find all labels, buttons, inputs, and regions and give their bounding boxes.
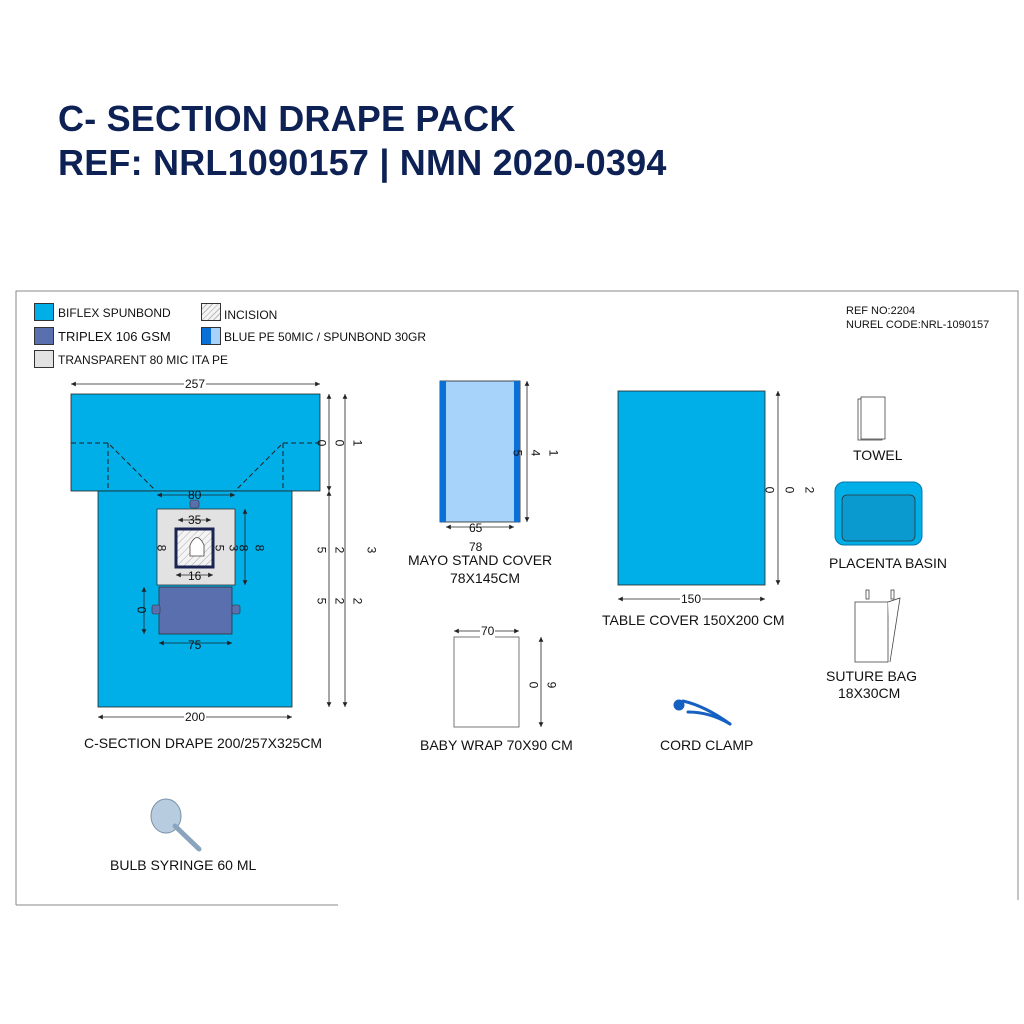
dim-triplex: 75 — [188, 638, 202, 652]
baby-h: 0 — [526, 681, 541, 689]
bulb-syringe-icon — [150, 798, 202, 852]
dim-h: 1 — [350, 439, 365, 447]
dim-incision: 35 — [188, 513, 202, 527]
legend-label: TRANSPARENT 80 MIC ITA PE — [58, 353, 229, 367]
dim-p: 8 — [154, 544, 169, 552]
table-h: 0 — [782, 486, 797, 494]
legend-label: TRIPLEX 106 GSM — [58, 329, 171, 344]
placenta-basin-icon — [834, 481, 923, 546]
nurel-code: NUREL CODE:NRL-1090157 — [846, 319, 990, 331]
dim-p: 5 — [212, 544, 227, 552]
syringe-label: BULB SYRINGE 60 ML — [110, 857, 257, 873]
dim-h: 2 — [332, 546, 347, 554]
mayo-h: 5 — [510, 449, 525, 457]
mayo-h: 4 — [528, 449, 543, 457]
table-label: TABLE COVER 150X200 CM — [602, 612, 785, 628]
cord-clamp-icon — [673, 699, 732, 726]
dim-t: 0 — [134, 606, 149, 614]
legend-swatch-incision — [201, 303, 221, 321]
legend-swatch-triplex — [34, 327, 54, 345]
dim-h: 2 — [332, 597, 347, 605]
dim-panel: 80 — [188, 488, 202, 502]
suture-label: SUTURE BAG — [826, 668, 918, 684]
page-title: C- SECTION DRAPE PACK — [58, 98, 516, 139]
dim-h: 2 — [350, 597, 365, 605]
table-w: 150 — [680, 592, 703, 606]
dim-h: 0 — [332, 439, 347, 447]
table-cover — [617, 390, 781, 602]
drape-label: C-SECTION DRAPE 200/257X325CM — [84, 735, 323, 751]
c-section-drape — [70, 381, 348, 720]
mayo-label: MAYO STAND COVER — [408, 552, 553, 568]
dim-p: 8 — [252, 544, 267, 552]
mayo-h: 1 — [546, 449, 561, 457]
legend-label: BLUE PE 50MIC / SPUNBOND 30GR — [224, 330, 427, 344]
mayo-size: 78X145CM — [450, 570, 521, 586]
frame — [15, 290, 1019, 905]
mayo-w2: 78 — [469, 540, 483, 554]
legend-swatch-biflex — [34, 303, 54, 321]
legend-swatch-transparent — [34, 350, 54, 368]
suture-bag-icon — [854, 589, 901, 663]
legend-label: INCISION — [224, 308, 278, 322]
dim-p: 8 — [236, 544, 251, 552]
towel-label: TOWEL — [853, 447, 903, 463]
towel-icon — [857, 396, 886, 441]
clamp-label: CORD CLAMP — [660, 737, 754, 753]
baby-w: 70 — [480, 624, 496, 638]
legend-label: BIFLEX SPUNBOND — [58, 306, 171, 320]
dim-h: 5 — [314, 597, 329, 605]
dim-incision-bottom: 16 — [188, 569, 202, 583]
ref-title: REF: NRL1090157 | NMN 2020-0394 — [58, 142, 667, 183]
legend-swatch-blue-pe — [201, 327, 221, 345]
baby-h: 9 — [544, 681, 559, 689]
ref-no: REF NO:2204 — [846, 305, 916, 317]
suture-size: 18X30CM — [838, 685, 901, 701]
mayo-stand-cover — [439, 380, 530, 530]
dim-h: 3 — [364, 546, 379, 554]
table-h: 0 — [762, 486, 777, 494]
mayo-w1: 65 — [469, 521, 483, 535]
dim-bottom: 200 — [184, 710, 207, 724]
basin-label: PLACENTA BASIN — [829, 555, 948, 571]
table-h: 2 — [802, 486, 817, 494]
baby-wrap — [453, 628, 544, 728]
baby-label: BABY WRAP 70X90 CM — [420, 737, 573, 753]
dim-top: 257 — [184, 377, 207, 391]
dim-h: 5 — [314, 546, 329, 554]
dim-h: 0 — [314, 439, 329, 447]
